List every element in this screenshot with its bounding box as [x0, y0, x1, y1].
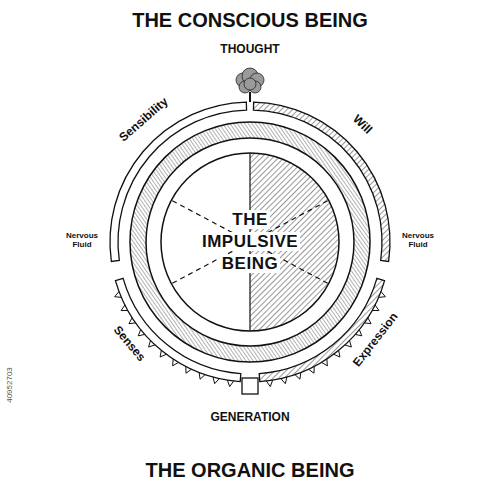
sense-tick	[160, 350, 166, 357]
sense-tick	[115, 291, 122, 297]
pole-label: GENERATION	[210, 411, 289, 425]
middle-ring	[130, 122, 370, 362]
sense-tick	[281, 377, 287, 384]
sense-tick	[213, 377, 219, 384]
sense-tick	[379, 291, 386, 297]
node-text-column: THE IMPULSIVE BEING	[194, 209, 306, 275]
gap-label: Nervous Fluid	[397, 231, 439, 249]
watermark-number: 40952703	[5, 367, 14, 403]
node-text-line: THE IMPULSIVE BEING	[194, 209, 306, 275]
sense-tick	[199, 372, 205, 379]
sense-tick	[364, 318, 371, 324]
node-body: THE IMPULSIVE BEING	[160, 152, 340, 332]
ring-group	[110, 68, 390, 394]
sense-tick	[129, 318, 136, 324]
sense-tick	[355, 330, 362, 336]
sense-tick	[227, 380, 233, 386]
dashed-divider	[172, 201, 327, 284]
sense-tick	[309, 366, 315, 373]
brain-stem	[249, 92, 251, 102]
circle-border	[161, 153, 339, 331]
gap-label: Nervous Fluid	[61, 231, 103, 249]
sense-tick	[149, 340, 155, 347]
arc-label: Will	[350, 113, 375, 138]
sense-tick	[138, 330, 145, 336]
pole-label: THOUGHT	[220, 43, 279, 57]
sense-tick	[345, 340, 351, 347]
sense-tick	[186, 366, 192, 373]
sense-tick	[266, 380, 272, 386]
node-title: THE IMPULSIVE BEING	[200, 210, 300, 273]
brain-lobe	[244, 78, 256, 90]
sense-tick	[295, 372, 301, 379]
sense-tick	[334, 350, 340, 357]
sense-tick	[121, 305, 128, 311]
sense-tick	[173, 359, 179, 366]
diagram-caption: THE ORGANIC BEING	[146, 459, 355, 482]
generation-block	[242, 378, 258, 394]
sense-tick	[321, 359, 327, 366]
impulsive-circle: THE IMPULSIVE BEING	[160, 152, 340, 332]
brain-icon	[236, 68, 264, 93]
dashed-divider	[172, 201, 327, 284]
diagram-title: THE CONSCIOUS BEING	[132, 9, 368, 32]
sense-tick	[372, 305, 379, 311]
